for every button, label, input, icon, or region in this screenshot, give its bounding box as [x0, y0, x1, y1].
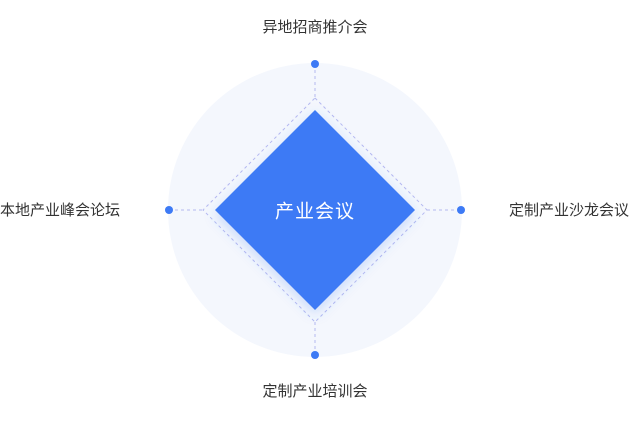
node-label-right: 定制产业沙龙会议	[508, 201, 629, 219]
node-label-left: 本地产业峰会论坛	[0, 201, 121, 219]
dot-right	[457, 206, 465, 214]
dot-top	[311, 60, 319, 68]
center-diamond	[215, 110, 415, 310]
node-label-top: 异地招商推介会	[262, 18, 368, 36]
center-label: 产业会议	[274, 200, 356, 223]
node-label-bottom: 定制产业培训会	[262, 382, 368, 400]
dot-left	[165, 206, 173, 214]
dot-bottom	[311, 351, 319, 359]
